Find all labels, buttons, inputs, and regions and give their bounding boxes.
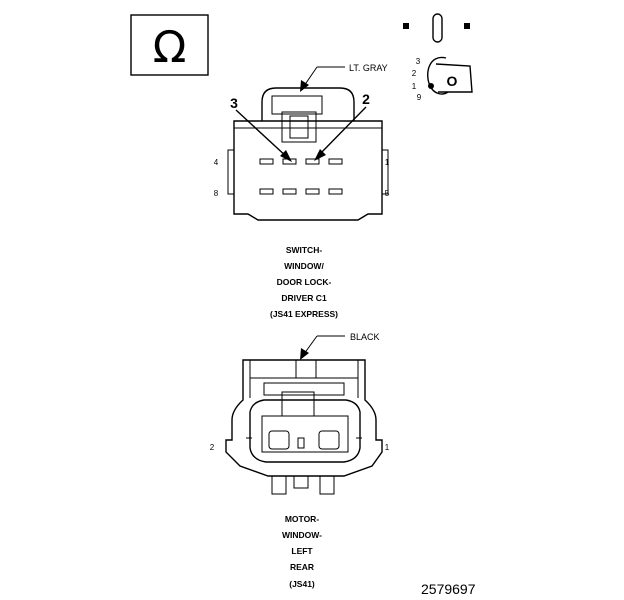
pin-label-2: 2 (210, 443, 215, 452)
key-letter: O (447, 73, 458, 89)
pin-callout-3: 3 (230, 95, 238, 111)
caption2-line-2: WINDOW- (282, 530, 322, 540)
pin-label-4: 4 (214, 158, 219, 167)
connector-switch-window-door-lock: 3 2 4 1 8 5 LT. GRAY SWITCH- WINDOW/ DOO… (214, 63, 390, 319)
caption-line-4: DRIVER C1 (281, 293, 327, 303)
pin-label-1b: 1 (385, 443, 390, 452)
caption2-line-5: (JS41) (289, 579, 315, 589)
ohmmeter-icon: Ω (130, 14, 209, 76)
pin-callout-2: 2 (362, 91, 370, 107)
pin-label-1: 1 (385, 158, 390, 167)
caption2-line-4: REAR (290, 562, 314, 572)
caption-line-5: (JS41 EXPRESS) (270, 309, 338, 319)
ohm-symbol: Ω (153, 22, 187, 73)
cavity-row-bottom (259, 188, 343, 195)
cavity-row-top (259, 158, 343, 165)
color-callout-black: BLACK (350, 332, 380, 342)
color-callout-lt-gray: LT. GRAY (349, 63, 388, 73)
key-position-3: 3 (416, 57, 421, 66)
key-position-2: 2 (412, 69, 417, 78)
key-position-9: 9 (417, 93, 422, 102)
caption-line-3: DOOR LOCK- (277, 277, 332, 287)
caption-line-2: WINDOW/ (284, 261, 324, 271)
figure-number: 2579697 (421, 581, 476, 597)
ignition-key-icon: 3 2 1 9 O (403, 13, 473, 102)
caption2-line-1: MOTOR- (285, 514, 319, 524)
connector-motor-window-left-rear: 2 1 BLACK MOTOR- WINDOW- LEFT REAR (JS41… (210, 332, 390, 589)
caption-line-1: SWITCH- (286, 245, 323, 255)
key-position-1: 1 (412, 82, 417, 91)
pin-label-8: 8 (214, 189, 219, 198)
caption2-line-3: LEFT (291, 546, 313, 556)
pin-label-5: 5 (385, 189, 390, 198)
